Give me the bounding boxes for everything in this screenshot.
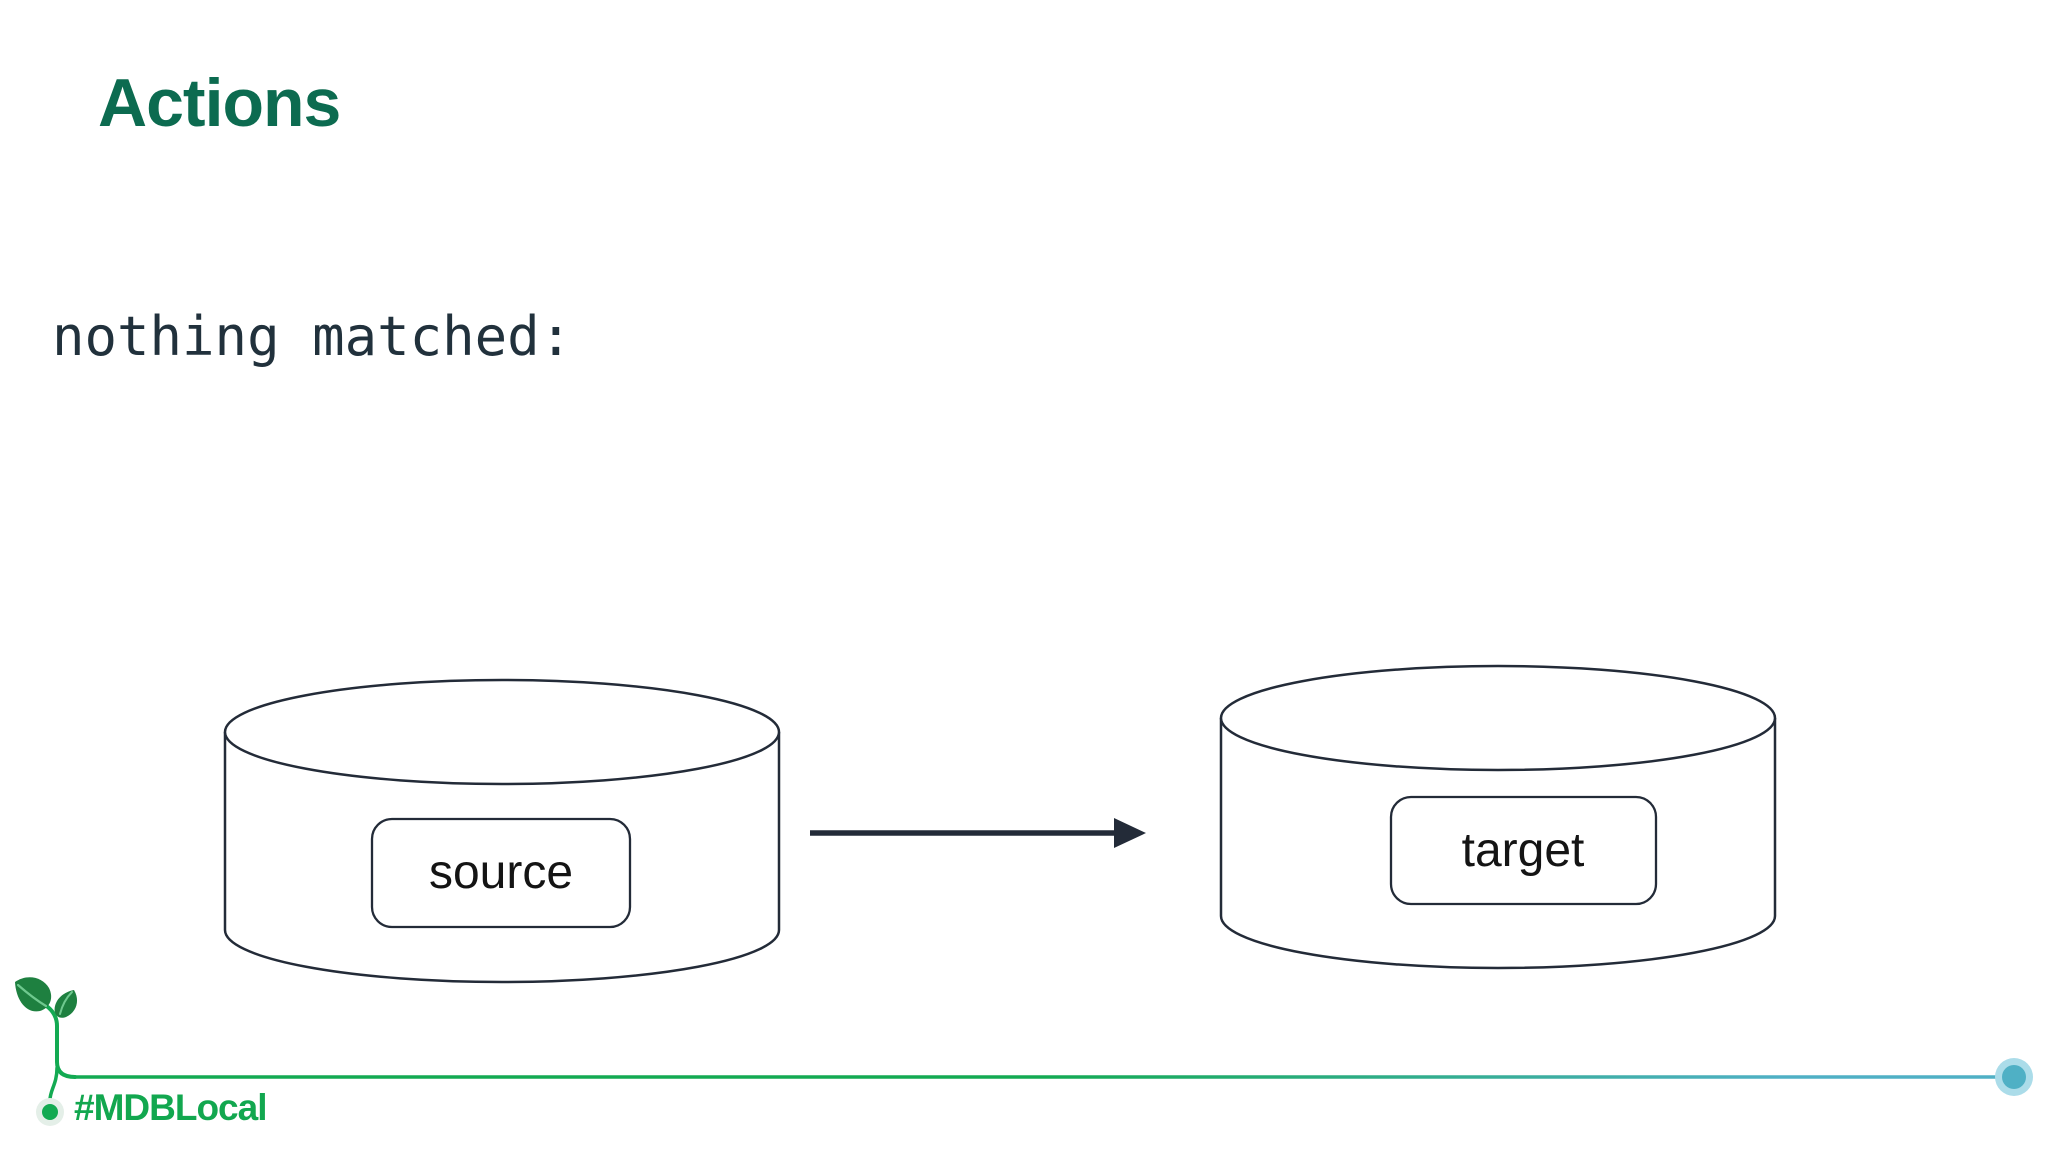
target-label: target <box>1462 824 1585 877</box>
teal-dot <box>2002 1065 2026 1089</box>
sprout-stem-drop <box>48 1066 59 1102</box>
target-cylinder-top <box>1219 664 1777 772</box>
sprout-icon <box>15 977 78 1126</box>
event-hashtag: #MDBLocal <box>74 1087 267 1128</box>
source-label-box <box>370 817 632 929</box>
source-to-target-arrow <box>810 818 1146 848</box>
sprout-leaf-small-vein <box>59 991 73 1015</box>
sprout-leaf-large-vein <box>16 983 48 1008</box>
target-database-cylinder: target <box>1219 664 1777 970</box>
teal-end-dot <box>1995 1058 2033 1096</box>
green-dot <box>42 1104 58 1120</box>
source-database-cylinder: source <box>223 678 781 984</box>
source-cylinder-top <box>223 678 781 786</box>
footer-decoration <box>15 977 2033 1126</box>
arrow-head-icon <box>1114 818 1146 848</box>
page-title: Actions <box>98 65 341 141</box>
sprout-leaf-small <box>54 990 78 1018</box>
status-code-text: nothing matched: <box>52 305 573 368</box>
source-label: source <box>429 846 573 899</box>
sprout-stem <box>38 1000 77 1079</box>
target-label-box <box>1389 795 1658 906</box>
